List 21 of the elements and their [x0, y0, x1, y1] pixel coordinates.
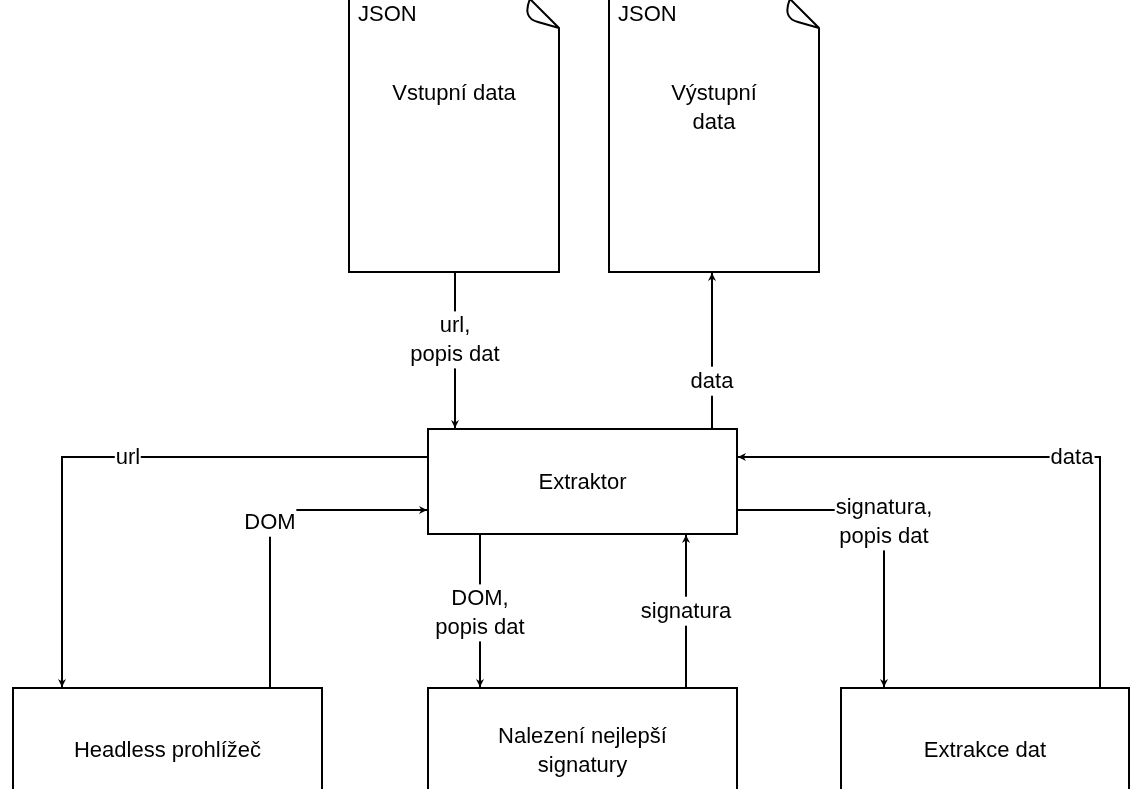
format-label: JSON [358, 1, 417, 27]
document-shape [608, 0, 820, 273]
node-text: Extraktor [537, 468, 628, 496]
edge-label: DOM [243, 507, 297, 537]
node-text: Vstupní data [391, 79, 517, 107]
node-text: Extrakce dat [922, 736, 1048, 765]
arrow [58, 456, 428, 688]
process-box [427, 428, 738, 535]
node-text: Headless prohlížeč [72, 736, 263, 765]
node-text: Výstupní data [670, 79, 758, 137]
edge-label: data [689, 366, 735, 396]
document-shape [348, 0, 560, 273]
edge-label: url, popis dat [409, 311, 501, 369]
arrow [737, 453, 1101, 688]
edge-label: DOM, popis dat [434, 584, 526, 642]
node-text: Nalezení nejlepší signatury [497, 721, 668, 779]
process-box [427, 687, 738, 789]
process-box [12, 687, 323, 789]
edge-label: signatura [639, 596, 733, 626]
process-box [840, 687, 1130, 789]
format-label: JSON [618, 1, 677, 27]
